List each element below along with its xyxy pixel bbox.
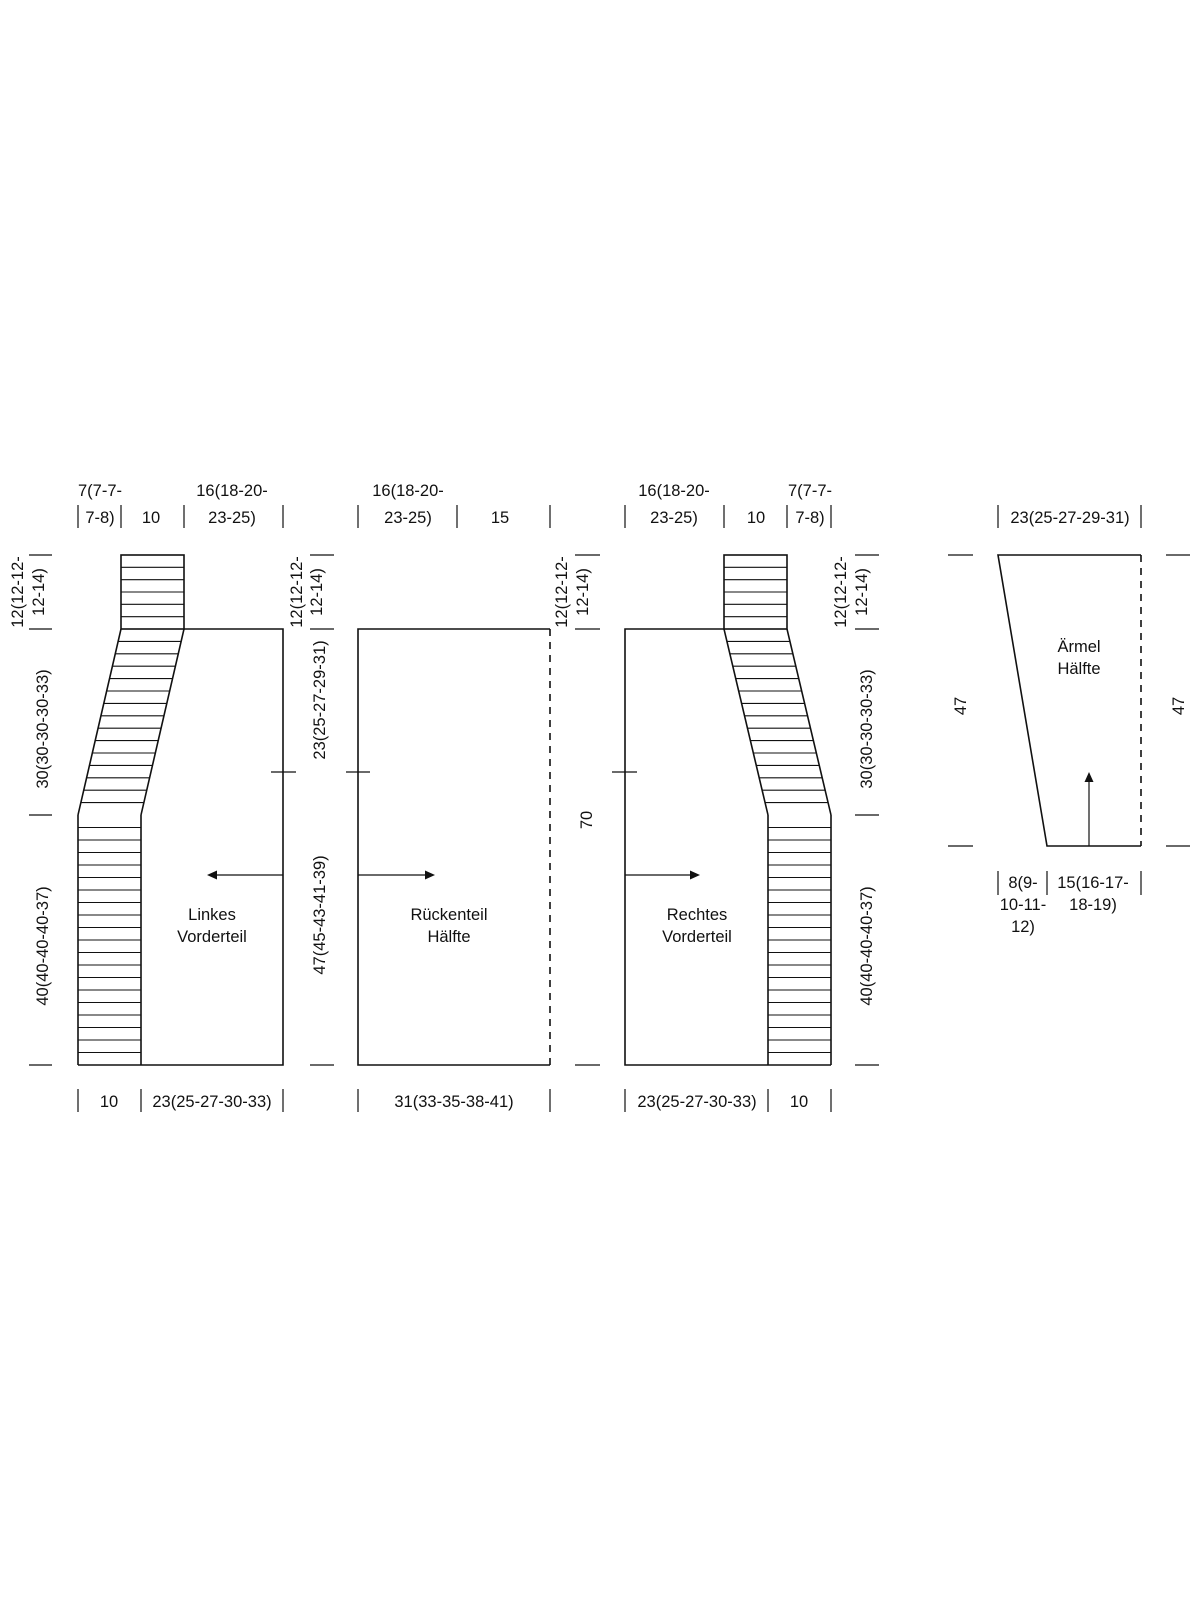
sleeve-half-piece: Ärmel Hälfte <box>997 554 1142 847</box>
left-front-piece: Linkes Vorderteil <box>77 554 284 1066</box>
right-front-collar-stripes <box>724 566 787 618</box>
left-front-collar-height-label-1: 12(12-12- <box>9 556 27 628</box>
right-front-slope-stripes <box>726 640 829 804</box>
right-front-label-line2: Vorderteil <box>662 928 732 946</box>
left-front-collar-10-label: 10 <box>142 509 160 527</box>
left-front-collar-height-label-2: 12-14) <box>30 568 48 616</box>
left-front-right-collar-height-label-2: 12-14) <box>308 568 326 616</box>
left-front-right-collar-height-label-1: 12(12-12- <box>288 556 306 628</box>
back-bottom-width-label: 31(33-35-38-41) <box>394 1093 513 1111</box>
back-top-dimensions: 16(18-20- 23-25) 15 <box>357 482 551 528</box>
right-front-bottom-body-label: 23(25-27-30-33) <box>637 1093 756 1111</box>
right-front-collar-10-label: 10 <box>747 509 765 527</box>
right-front-top-dimensions: 16(18-20- 23-25) 10 7(7-7- 7-8) <box>624 482 832 528</box>
left-front-shoulder-label-1: 16(18-20- <box>196 482 268 500</box>
left-front-label-line2: Vorderteil <box>177 928 247 946</box>
right-front-slope-edges <box>723 628 832 816</box>
sleeve-dimensions: 23(25-27-29-31) 47 47 8(9- 10-11- 12) 15… <box>948 505 1190 936</box>
left-front-lower-height-label: 40(40-40-40-37) <box>34 886 52 1005</box>
right-front-collar-height-label-1: 12(12-12- <box>832 556 850 628</box>
sleeve-cuff-label-1: 8(9- <box>1008 874 1037 892</box>
right-front-shoulder-label-1: 16(18-20- <box>638 482 710 500</box>
right-front-bottom-dimensions: 23(25-27-30-33) 10 <box>624 1089 832 1112</box>
back-label-line1: Rückenteil <box>410 906 487 924</box>
sleeve-cuff-b-label-1: 15(16-17- <box>1057 874 1129 892</box>
right-front-label-line1: Rechtes <box>667 906 728 924</box>
right-front-slope-height-label: 30(30-30-30-33) <box>858 669 876 788</box>
left-front-arrowhead <box>207 870 217 880</box>
left-front-collar-stripes <box>121 566 184 618</box>
left-front-bottom-body-label: 23(25-27-30-33) <box>152 1093 271 1111</box>
armhole-height-label: 23(25-27-29-31) <box>311 640 329 759</box>
back-outline <box>357 628 550 1066</box>
right-front-lower-height-label: 40(40-40-40-37) <box>858 886 876 1005</box>
right-front-arrowhead <box>690 870 700 880</box>
back-collar-height-label-2: 12-14) <box>574 568 592 616</box>
right-front-piece: Rechtes Vorderteil <box>624 554 832 1066</box>
back-shoulder-label-1: 16(18-20- <box>372 482 444 500</box>
left-front-slope-stripes <box>80 640 182 804</box>
back-half-piece: Rückenteil Hälfte <box>357 628 551 1066</box>
left-front-top-dimensions: 7(7-7- 7-8) 10 16(18-20- 23-25) <box>77 482 284 528</box>
left-front-label-line1: Linkes <box>188 906 236 924</box>
sleeve-label-line2: Hälfte <box>1057 660 1100 678</box>
sleeve-cuff-label-2: 10-11- <box>1000 896 1046 914</box>
back-neck-label: 15 <box>491 509 509 527</box>
sleeve-cuff-b-label-2: 18-19) <box>1069 896 1117 914</box>
left-front-bottom-band-label: 10 <box>100 1093 118 1111</box>
left-front-left-dimensions: 12(12-12- 12-14) 30(30-30-30-33) 40(40-4… <box>9 554 52 1066</box>
side-seam-height-label: 47(45-43-41-39) <box>311 855 329 974</box>
back-shoulder-label-2: 23-25) <box>384 509 432 527</box>
back-right-dimensions: 12(12-12- 12-14) 70 <box>553 554 637 1066</box>
left-front-bottom-dimensions: 10 23(25-27-30-33) <box>77 1089 284 1112</box>
back-label-line2: Hälfte <box>427 928 470 946</box>
left-front-collar-width-label-1: 7(7-7- <box>78 482 122 500</box>
left-front-shoulder-label-2: 23-25) <box>208 509 256 527</box>
left-front-right-dimensions: 12(12-12- 12-14) 23(25-27-29-31) 47(45-4… <box>271 554 370 1066</box>
right-front-collar-width-label-1: 7(7-7- <box>788 482 832 500</box>
total-length-label: 70 <box>578 811 596 829</box>
sleeve-right-height-label: 47 <box>1170 697 1188 715</box>
left-front-band-stripes <box>78 826 141 1054</box>
sleeve-arrowhead <box>1084 772 1094 782</box>
right-front-collar-height-label-2: 12-14) <box>853 568 871 616</box>
sleeve-left-height-label: 47 <box>952 697 970 715</box>
right-front-shoulder-label-2: 23-25) <box>650 509 698 527</box>
back-bottom-dimensions: 31(33-35-38-41) <box>357 1089 551 1112</box>
right-front-band-stripes <box>768 826 831 1054</box>
sleeve-label-line1: Ärmel <box>1057 638 1100 656</box>
sleeve-top-width-label: 23(25-27-29-31) <box>1010 509 1129 527</box>
left-front-body-outline <box>78 628 284 1066</box>
sleeve-outline <box>997 554 1141 847</box>
back-collar-height-label-1: 12(12-12- <box>553 556 571 628</box>
right-front-collar-width-label-2: 7-8) <box>795 509 824 527</box>
right-front-body-outline <box>624 628 831 1066</box>
left-front-slope-height-label: 30(30-30-30-33) <box>34 669 52 788</box>
back-arrowhead <box>425 870 435 880</box>
right-front-bottom-band-label: 10 <box>790 1093 808 1111</box>
right-front-right-dimensions: 12(12-12- 12-14) 30(30-30-30-33) 40(40-4… <box>832 554 879 1066</box>
sleeve-cuff-label-3: 12) <box>1011 918 1035 936</box>
left-front-slope-edges <box>77 628 185 816</box>
left-front-collar-width-label-2: 7-8) <box>85 509 114 527</box>
